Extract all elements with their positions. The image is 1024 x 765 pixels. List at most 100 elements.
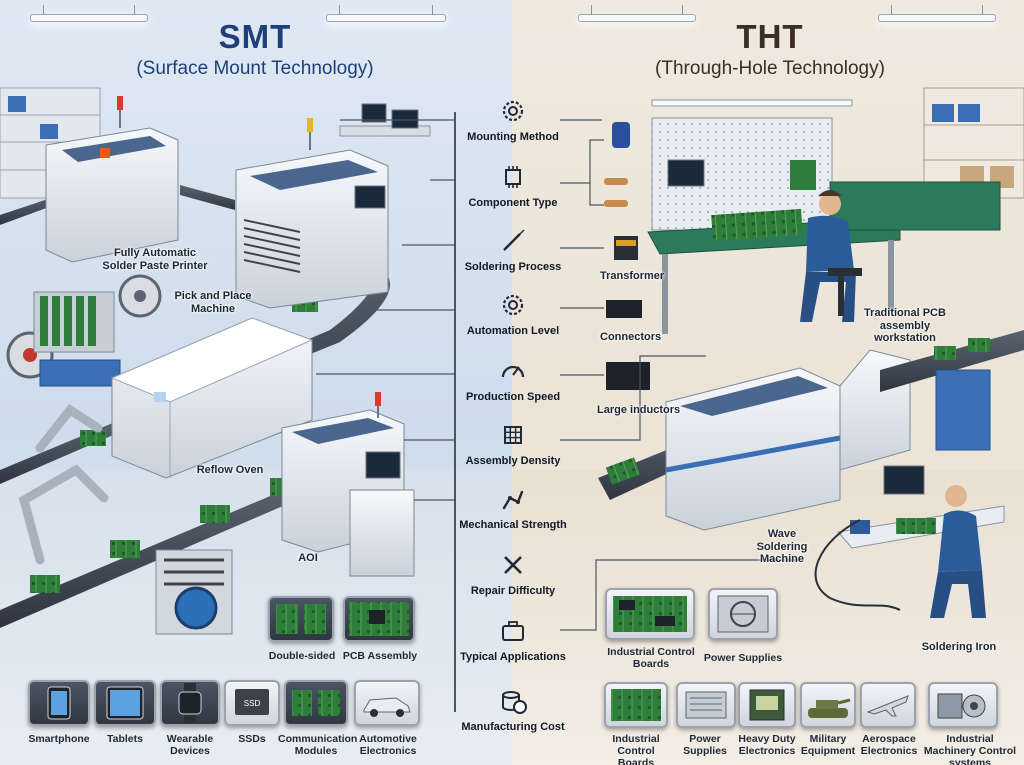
criterion-production-speed: Production Speed [458, 356, 568, 414]
tht-title: THT [736, 18, 804, 55]
solder-paste-printer [45, 96, 179, 263]
label-pick-and-place: Pick and Place Machine [174, 290, 252, 315]
tools-icon [498, 550, 528, 580]
power-supply-product [708, 588, 778, 640]
heavy-duty-tile [738, 682, 796, 728]
label-wearable-devices: Wearable Devices [166, 733, 214, 758]
criterion-component-type: Component Type [458, 162, 568, 220]
label-reflow-oven: Reflow Oven [196, 464, 264, 476]
criterion-label: Automation Level [466, 325, 560, 337]
criterion-manufacturing-cost: Manufacturing Cost [458, 686, 568, 744]
wearable-tile [160, 680, 220, 726]
communication-module-tile [284, 680, 348, 726]
label-traditional-workstation: Traditional PCB assembly workstation [864, 307, 946, 345]
tablet-tile [94, 680, 156, 726]
criterion-label: Mounting Method [467, 131, 559, 143]
ssd-tile: SSD [224, 680, 280, 726]
criterion-label: Production Speed [465, 391, 561, 403]
label-aoi: AOI [298, 552, 318, 564]
criterion-label: Soldering Process [464, 261, 562, 273]
feeder-bank [155, 549, 233, 635]
criterion-typical-applications: Typical Applications [458, 616, 568, 674]
ssd-tag: SSD [244, 699, 261, 708]
aerospace-tile [860, 682, 916, 728]
label-wave-soldering: Wave Soldering Machine [756, 528, 808, 566]
coins-icon [498, 686, 528, 716]
tank-icon [808, 698, 851, 718]
criterion-soldering-process: Soldering Process [458, 226, 568, 284]
military-tile [800, 682, 856, 728]
smt-subtitle: (Surface Mount Technology) [136, 58, 374, 79]
ssd-icon: SSD [235, 689, 269, 715]
label-military-equipment: Military Equipment [800, 733, 856, 758]
airplane-icon [866, 695, 909, 717]
ceiling-lamp [878, 5, 996, 22]
pcb-assembly-board-tile [343, 596, 415, 642]
soldering-iron-icon [498, 226, 528, 256]
criterion-assembly-density: Assembly Density [458, 420, 568, 478]
tht-component-samples [604, 122, 650, 390]
label-automotive-electronics: Automotive Electronics [359, 733, 417, 758]
machinery-icon [937, 693, 986, 719]
reflow-oven [110, 317, 314, 479]
chip-icon [498, 162, 528, 192]
robot-arm [18, 404, 109, 565]
smartphone-tile [28, 680, 90, 726]
car-icon [363, 697, 411, 717]
label-aerospace-electronics: Aerospace Electronics [860, 733, 918, 758]
smt-title: SMT [218, 18, 292, 55]
label-tablets: Tablets [107, 733, 143, 745]
criterion-mounting-method: Mounting Method [458, 96, 568, 154]
tht-power-supply-tile [676, 682, 736, 728]
label-power-supplies: Power Supplies [683, 733, 727, 758]
ceiling-lamp [326, 5, 446, 22]
tht-title-block: THT (Through-Hole Technology) [620, 18, 920, 80]
criterion-repair-difficulty: Repair Difficulty [458, 550, 568, 608]
speedometer-icon [498, 356, 528, 386]
wave-soldering-machine [598, 330, 1024, 531]
label-solder-paste-printer: Fully Automatic Solder Paste Printer [102, 247, 208, 272]
label-ssds: SSDs [238, 733, 266, 745]
criterion-label: Manufacturing Cost [461, 721, 565, 733]
smt-title-block: SMT (Surface Mount Technology) [110, 18, 400, 80]
worker-workstation [800, 190, 862, 322]
criterion-mechanical-strength: Mechanical Strength [458, 484, 568, 542]
industrial-machinery-tile [928, 682, 998, 728]
label-transformer: Transformer [600, 270, 665, 282]
pick-and-place-machine [235, 118, 389, 309]
label-industrial-machinery-control: Industrial Machinery Control systems [923, 733, 1017, 765]
module-icon [292, 690, 340, 716]
briefcase-icon [498, 616, 528, 646]
grid-icon [498, 420, 528, 450]
smartwatch-icon [178, 683, 202, 723]
criterion-label: Typical Applications [460, 651, 566, 663]
criterion-label: Mechanical Strength [459, 519, 567, 531]
criterion-automation-level: Automation Level [458, 290, 568, 348]
smt-back-desk [339, 103, 431, 137]
label-heavy-duty-electronics: Heavy Duty Electronics [738, 733, 796, 758]
label-power-supplies-product: Power Supplies [703, 652, 783, 664]
gear-icon [498, 96, 528, 126]
ceiling-lamp [30, 5, 148, 22]
robot-arm-icon [498, 484, 528, 514]
label-smartphone: Smartphone [28, 733, 90, 745]
smartphone-icon [47, 686, 71, 720]
tht-workstation [647, 99, 1001, 334]
tht-control-board-tile [604, 682, 668, 728]
label-double-sided: Double-sided [268, 650, 336, 662]
soldering-iron-station [814, 465, 1005, 618]
label-industrial-control-boards-product: Industrial Control Boards [607, 646, 695, 671]
criterion-label: Repair Difficulty [470, 585, 556, 597]
tht-subtitle: (Through-Hole Technology) [655, 58, 885, 79]
gear-icon [498, 290, 528, 320]
connector-lines [316, 119, 800, 631]
label-large-inductors: Large inductors [597, 404, 681, 416]
comparison-spine [454, 112, 456, 712]
label-connectors: Connectors [600, 331, 662, 343]
industrial-control-board-product [605, 588, 695, 640]
automotive-tile [354, 680, 420, 726]
label-soldering-iron: Soldering Iron [921, 641, 997, 653]
label-pcb-assembly: PCB Assembly [342, 650, 418, 662]
criterion-label: Component Type [468, 197, 558, 209]
